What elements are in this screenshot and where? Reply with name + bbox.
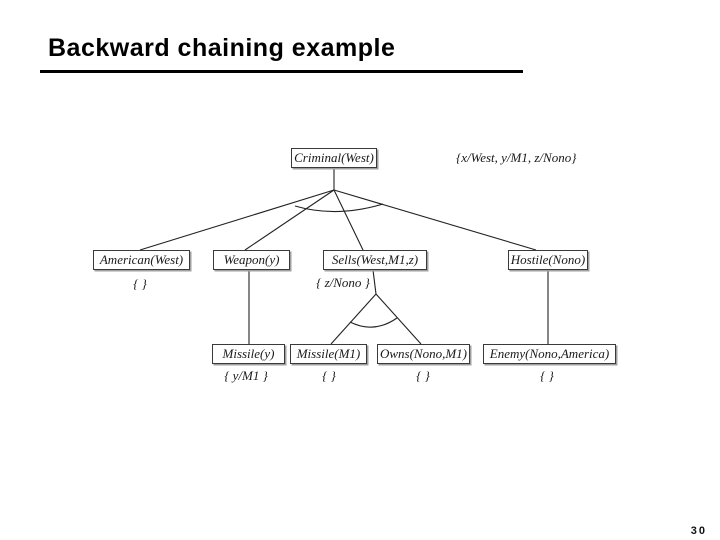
connector-to-weapon: [244, 189, 335, 251]
substitution-missile-y: { y/M1 }: [224, 368, 268, 383]
node-sells-west-m1-z: Sells(West,M1,z): [323, 250, 427, 270]
and-arc-top: [294, 203, 384, 213]
and-arc-sells: [349, 317, 398, 328]
global-substitution-label: {x/West, y/M1, z/Nono}: [456, 150, 577, 165]
substitution-missile-m1: { }: [322, 368, 336, 383]
substitution-owns: { }: [416, 368, 430, 383]
substitution-sells: { z/Nono }: [316, 275, 370, 290]
substitution-enemy: { }: [540, 368, 554, 383]
page-number: 30: [690, 525, 707, 537]
node-criminal-west: Criminal(West): [291, 148, 377, 168]
node-hostile-nono: Hostile(Nono): [508, 250, 588, 270]
substitution-american: { }: [133, 276, 147, 291]
connector-to-sells: [333, 189, 364, 251]
node-american-west: American(West): [93, 250, 190, 270]
connector-to-hostile: [333, 189, 537, 251]
node-weapon-y: Weapon(y): [213, 250, 290, 270]
title-underline: [40, 70, 523, 73]
connector-to-owns: [375, 293, 422, 345]
slide-title: Backward chaining example: [48, 34, 396, 62]
node-enemy-nono-america: Enemy(Nono,America): [483, 344, 616, 364]
node-missile-y: Missile(y): [212, 344, 285, 364]
connector-to-missile-m1: [330, 293, 377, 345]
node-owns-nono-m1: Owns(Nono,M1): [377, 344, 470, 364]
connector-sells-stem: [372, 269, 377, 295]
connector-to-american: [139, 189, 335, 251]
node-missile-m1: Missile(M1): [290, 344, 367, 364]
